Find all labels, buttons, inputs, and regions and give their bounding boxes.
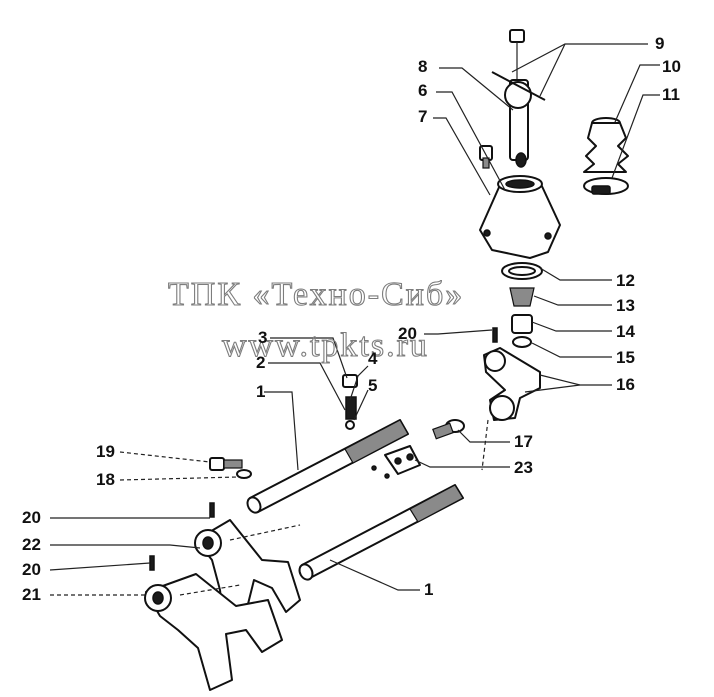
lever-cap — [509, 29, 525, 43]
detent-spring — [345, 396, 357, 420]
callout-1-upper: 1 — [256, 382, 265, 401]
shift-fork-21 — [144, 573, 283, 691]
watermark-line-1: ТПК «Техно-Сиб» — [168, 276, 464, 313]
leader-lines — [49, 43, 660, 596]
align-line-1 — [229, 524, 301, 541]
callout-2: 2 — [256, 353, 265, 372]
callout-21: 21 — [22, 585, 41, 604]
callout-13: 13 — [616, 296, 635, 315]
pin-20-upper — [492, 327, 498, 343]
callout-22: 22 — [22, 535, 41, 554]
shift-rod-lower — [298, 484, 464, 581]
callout-17: 17 — [514, 432, 533, 451]
callout-10: 10 — [662, 57, 681, 76]
callout-9: 9 — [655, 34, 664, 53]
seal-stack — [501, 262, 543, 348]
callout-19: 19 — [96, 442, 115, 461]
spring-13 — [509, 287, 535, 307]
lever-pin — [491, 71, 546, 101]
lever-spring — [515, 152, 527, 168]
callout-12: 12 — [616, 271, 635, 290]
detent-ball — [345, 420, 355, 430]
callout-8: 8 — [418, 57, 427, 76]
callout-16: 16 — [616, 375, 635, 394]
callout-5: 5 — [368, 376, 377, 395]
lever-housing — [479, 175, 561, 259]
callout-18: 18 — [96, 470, 115, 489]
callout-11: 11 — [662, 85, 680, 104]
callout-numbers: 8 6 7 9 10 11 12 13 14 15 16 17 23 20 3 … — [22, 34, 681, 604]
callout-20-lower: 20 — [22, 560, 41, 579]
bushing-14 — [511, 314, 533, 334]
callout-14: 14 — [616, 322, 635, 341]
pin-20-lower — [149, 555, 155, 571]
pin-20-mid — [209, 502, 215, 518]
align-line-2 — [179, 584, 241, 596]
plate-23 — [384, 445, 421, 475]
callout-6: 6 — [418, 81, 427, 100]
bolt-7 — [479, 145, 493, 169]
rubber-boot — [583, 117, 629, 195]
ring-15 — [512, 336, 532, 348]
callout-1-lower: 1 — [424, 580, 433, 599]
callout-23: 23 — [514, 458, 533, 477]
callout-20-upper: 20 — [398, 324, 417, 343]
shift-finger-16 — [481, 347, 541, 471]
callout-3: 3 — [258, 328, 267, 347]
washer-18 — [236, 469, 252, 479]
shift-rod-upper — [246, 419, 409, 514]
callout-7: 7 — [418, 107, 427, 126]
gear-lever-assembly — [491, 29, 546, 168]
bolt-19 — [209, 457, 243, 471]
callout-15: 15 — [616, 348, 635, 367]
bolt-17 — [432, 419, 465, 440]
watermark-line-2: www.tpkts.ru — [222, 327, 429, 364]
callout-4: 4 — [368, 349, 378, 368]
callout-20-mid: 20 — [22, 508, 41, 527]
